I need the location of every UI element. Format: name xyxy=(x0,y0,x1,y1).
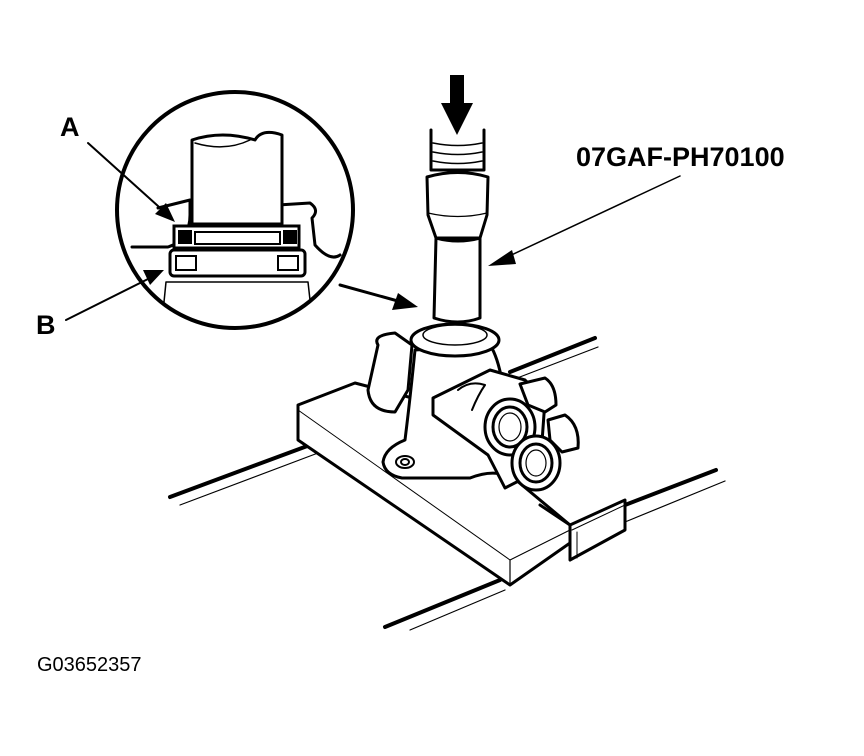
down-arrow-icon xyxy=(441,75,473,135)
callout-label-a: A xyxy=(60,112,80,142)
magnifier-detail-circle xyxy=(115,90,355,330)
figure-code: G03652357 xyxy=(37,654,142,676)
driver-tool xyxy=(425,128,490,324)
tool-number-label: 07GAF-PH70100 xyxy=(576,142,785,172)
pump-housing xyxy=(366,322,580,492)
callout-label-b: B xyxy=(36,310,56,340)
wood-blocks xyxy=(296,381,627,587)
leader-lines xyxy=(65,142,681,321)
support-rails xyxy=(168,336,726,631)
